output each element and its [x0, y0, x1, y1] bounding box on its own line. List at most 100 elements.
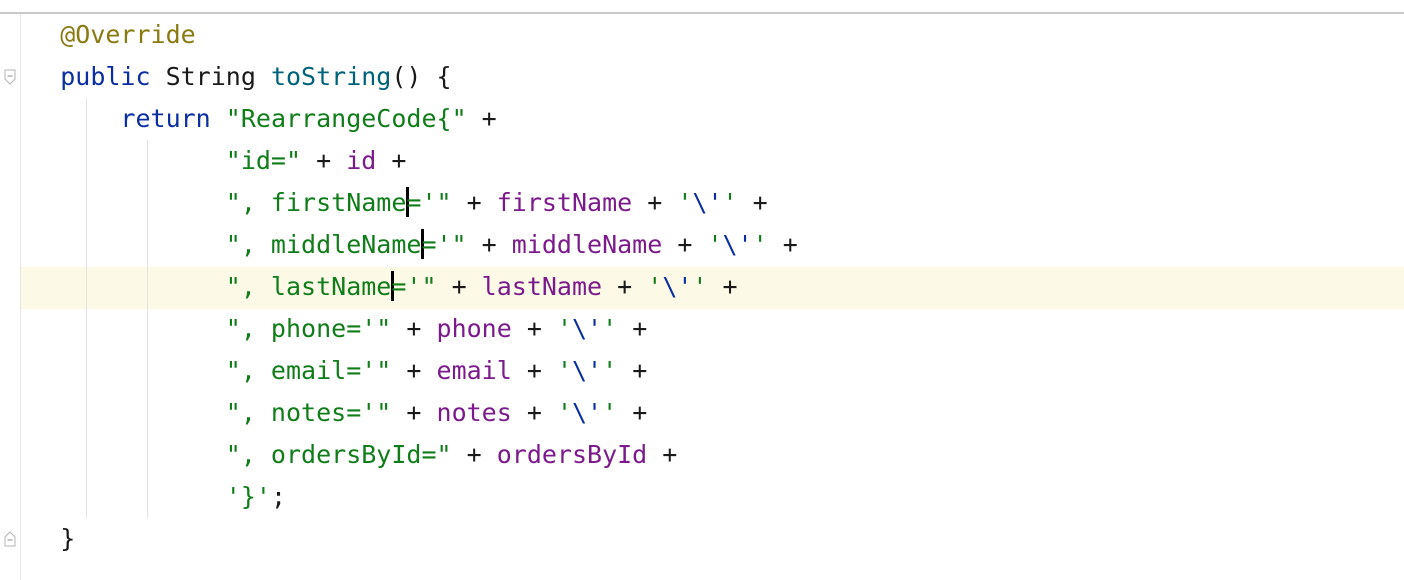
token-string: ' [602, 398, 618, 427]
token-plain: + [436, 272, 482, 301]
token-field: phone [436, 314, 512, 343]
indent-whitespace [0, 20, 60, 49]
code-line[interactable]: ", notes='" + notes + '\'' + [0, 392, 798, 434]
token-string: '}' [225, 482, 271, 511]
code-line[interactable]: ", firstName='" + firstName + '\'' + [0, 182, 798, 224]
token-field: id [346, 146, 377, 175]
token-plain: String [150, 62, 271, 91]
indent-whitespace [0, 440, 226, 469]
token-string: ", lastName [225, 272, 392, 301]
token-plain: () { [391, 62, 452, 91]
token-string: ' [692, 272, 708, 301]
code-line[interactable]: "id=" + id + [0, 140, 798, 182]
indent-whitespace [0, 482, 226, 511]
indent-whitespace [0, 314, 226, 343]
token-plain: + [617, 314, 648, 343]
token-plain: + [632, 188, 678, 217]
code-line[interactable]: ", phone='" + phone + '\'' + [0, 308, 798, 350]
token-plain: + [301, 146, 347, 175]
gutter-separator [20, 14, 21, 580]
token-plain: + [662, 230, 708, 259]
fold-end-icon[interactable] [2, 530, 18, 548]
token-annotation: @Override [60, 20, 196, 49]
indent-whitespace [0, 62, 60, 91]
code-line[interactable]: @Override [0, 14, 798, 56]
token-plain: + [511, 398, 557, 427]
token-method: toString [270, 62, 392, 91]
token-escape: \' [692, 188, 723, 217]
token-string: ' [722, 188, 738, 217]
code-editor[interactable]: @Override public String toString() { ret… [0, 14, 798, 560]
token-string: ", phone='" [225, 314, 392, 343]
token-string: ' [602, 314, 618, 343]
token-string: ' [602, 356, 618, 385]
token-string: ' [556, 314, 572, 343]
token-plain: + [647, 440, 678, 469]
indent-guide [147, 140, 148, 518]
indent-whitespace [0, 146, 226, 175]
token-escape: \' [722, 230, 753, 259]
token-plain: + [602, 272, 648, 301]
token-plain: + [466, 104, 497, 133]
token-plain: + [391, 398, 437, 427]
text-cursor [391, 271, 395, 301]
token-plain: + [767, 230, 798, 259]
token-plain: ; [270, 482, 286, 511]
token-plain: + [511, 356, 557, 385]
token-escape: \' [572, 398, 603, 427]
token-string: ' [556, 356, 572, 385]
code-line[interactable]: ", lastName='" + lastName + '\'' + [0, 266, 798, 308]
indent-whitespace [0, 398, 226, 427]
token-plain: + [617, 356, 648, 385]
code-line[interactable]: ", email='" + email + '\'' + [0, 350, 798, 392]
token-plain: + [707, 272, 738, 301]
token-escape: \' [572, 314, 603, 343]
code-line[interactable]: ", middleName='" + middleName + '\'' + [0, 224, 798, 266]
indent-whitespace [0, 104, 120, 133]
editor-top-border [0, 12, 1404, 14]
indent-whitespace [0, 524, 60, 553]
token-string: ='" [391, 272, 437, 301]
token-plain: + [466, 230, 512, 259]
current-line-highlight [0, 267, 1404, 309]
token-string: ='" [421, 230, 467, 259]
code-line[interactable]: public String toString() { [0, 56, 798, 98]
fold-start-icon[interactable] [2, 68, 18, 86]
token-string: ' [752, 230, 768, 259]
token-string: ' [647, 272, 663, 301]
token-keyword: public [60, 62, 151, 91]
indent-guide [86, 98, 87, 518]
token-string: ", firstName [225, 188, 407, 217]
text-cursor [421, 229, 425, 259]
token-field: firstName [496, 188, 633, 217]
token-plain: + [391, 314, 437, 343]
token-plain [211, 104, 226, 133]
token-string: ' [556, 398, 572, 427]
indent-whitespace [0, 230, 226, 259]
token-string: "RearrangeCode{" [225, 104, 467, 133]
token-field: notes [436, 398, 512, 427]
token-plain: + [617, 398, 648, 427]
token-plain: + [451, 188, 497, 217]
editor-gutter [0, 14, 20, 580]
token-field: middleName [511, 230, 663, 259]
token-field: ordersById [496, 440, 648, 469]
code-line[interactable]: return "RearrangeCode{" + [0, 98, 798, 140]
token-plain: + [737, 188, 768, 217]
token-field: email [436, 356, 512, 385]
token-string: ' [677, 188, 693, 217]
token-plain: } [60, 524, 76, 553]
token-escape: \' [572, 356, 603, 385]
token-plain: + [451, 440, 497, 469]
indent-whitespace [0, 272, 226, 301]
token-string: "id=" [225, 146, 302, 175]
token-string: ' [707, 230, 723, 259]
token-field: lastName [481, 272, 603, 301]
code-line[interactable]: } [0, 518, 798, 560]
text-cursor [406, 187, 410, 217]
indent-whitespace [0, 356, 226, 385]
code-line[interactable]: '}'; [0, 476, 798, 518]
token-string: ='" [406, 188, 452, 217]
code-line[interactable]: ", ordersById=" + ordersById + [0, 434, 798, 476]
indent-whitespace [0, 188, 226, 217]
